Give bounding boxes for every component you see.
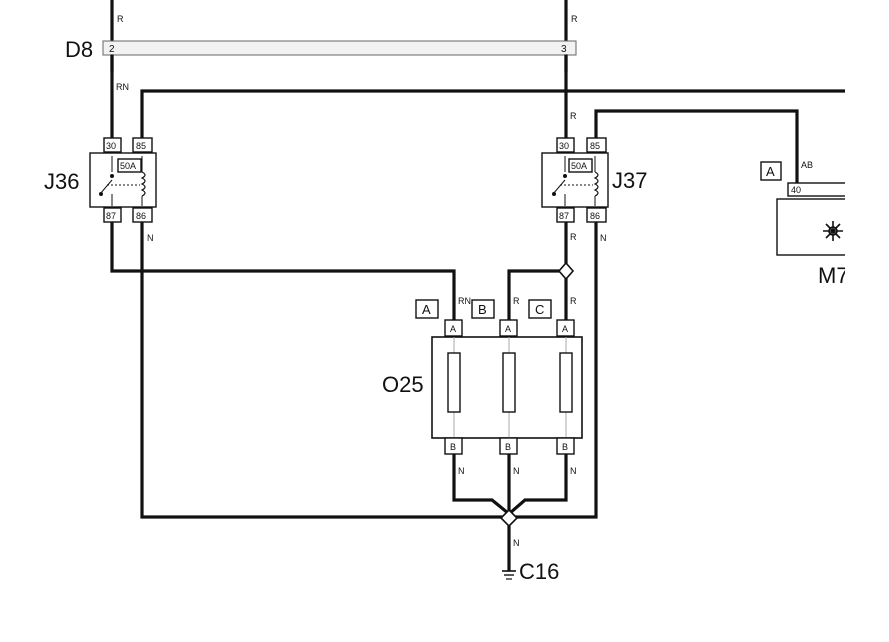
code-j37-out: R [570,232,577,242]
fusebox-tag-b-box [471,299,495,319]
relay-j37-pin-85-box [586,137,607,153]
code-ground: N [513,538,520,548]
relay-j36-rating: 50A [120,161,136,171]
relay-j37-coil [593,171,599,197]
code-d8-left-out: RN [116,82,129,92]
fuse-1-element [447,352,461,413]
relay-j36-pin-87-box [103,207,122,223]
relay-j37-pin-87: 87 [559,211,569,221]
motor-tag: A [766,164,775,179]
fusebox-tag-a-box [415,299,439,319]
code-j37-n: N [600,233,607,243]
connector-d8-pin-left: 2 [109,44,115,55]
wire-fuse-out-1 [452,452,511,516]
connector-d8-bar [102,40,577,56]
fusebox-pin-top-2-box [499,319,518,337]
ground-label: C16 [519,559,559,584]
relay-j36-pin-86: 86 [136,211,146,221]
relay-j37-switch-contact [563,174,567,178]
relay-j36-pin-85: 85 [136,141,146,151]
wire-fuse-out-3 [507,452,568,516]
fusebox-tag-a: A [422,302,431,317]
ground-c16: C16 [502,559,559,584]
relay-j37-pin-86: 86 [590,211,600,221]
fusebox-pin-bottom-2: B [505,442,511,452]
fusebox-tag-c-box [528,299,552,319]
wire-j36-86-ground [140,220,505,519]
relay-j36-switch-pivot [99,192,103,196]
relay-j37-label: J37 [612,168,647,193]
fuse-2-element [502,352,516,413]
junction-node-ground [499,508,519,528]
relay-j37-switch-arm [552,179,566,195]
relay-j37-switch-pivot [552,192,556,196]
code-j37-in: R [570,111,577,121]
code-fuse-a: RN [458,296,471,306]
relay-j37-rating-box [568,158,593,173]
wire-j37-85-m7 [594,109,799,185]
wire-fuse-b [507,269,568,322]
fusebox-pin-bottom-2-box [499,437,518,455]
fusebox-pin-bottom-3: B [562,442,568,452]
right-edge-mask [845,0,889,642]
fusebox-pin-top-3-box [556,319,575,337]
code-fuse-out-1: N [458,466,465,476]
fusebox-tag-b: B [478,302,487,317]
relay-j36-pin-85-box [132,137,153,153]
fusebox-pin-bottom-3-box [556,437,575,455]
relay-j37-pin-85: 85 [590,141,600,151]
relay-j36: 30 85 50A 87 86 J36 [44,137,157,223]
relay-j36-coil [140,171,146,197]
code-fuse-c: R [570,296,577,306]
fusebox-pin-top-3: A [562,324,568,334]
relay-j37-pin-30-box [556,137,575,153]
relay-j36-label: J36 [44,169,79,194]
relay-j36-switch-arm [99,179,113,195]
motor-label: M7 [818,263,849,288]
relay-j36-pin-87: 87 [106,211,116,221]
fusebox-pin-top-2: A [505,324,511,334]
motor-pin: 40 [791,185,801,195]
code-top-left: R [117,14,124,24]
relay-j36-pin-30-box [103,137,122,153]
fusebox-pin-top-1-box [444,319,463,337]
code-top-right: R [571,14,578,24]
relay-j37-rating: 50A [571,161,587,171]
code-j36-n: N [147,233,154,243]
relay-j36-pin-30: 30 [106,141,116,151]
wire-j37-86-ground [512,220,598,519]
connector-d8-pin-right: 3 [561,44,567,55]
code-fuse-out-2: N [513,466,520,476]
connector-d8: D8 2 3 [65,37,577,62]
relay-j37-pin-87-box [556,207,575,223]
connector-d8-label: D8 [65,37,93,62]
fusebox-label: O25 [382,372,424,397]
relay-j36-pin-86-box [132,207,153,223]
fusebox-pin-top-1: A [450,324,456,334]
motor-m7: A 40 M7 [760,161,858,288]
code-fuse-out-3: N [570,466,577,476]
fuse-3-element [559,352,573,413]
junction-node-upper [557,261,575,281]
code-fuse-b: R [513,296,520,306]
wire-color-codes: R R RN R R N N RN R R N N N N AB [116,14,813,548]
fusebox-o25: A B C A A A B B B O25 [382,299,583,455]
code-m7: AB [801,160,813,170]
relay-j37: 30 85 50A 87 86 J37 [541,137,647,223]
relay-j36-switch-contact [110,174,114,178]
motor-tag-box [760,161,782,181]
fusebox-tag-c: C [535,302,544,317]
wire-j36-87-fuse-a [110,220,456,322]
fusebox-pin-bottom-1-box [444,437,463,455]
fusebox-pin-bottom-1: B [450,442,456,452]
relay-j37-pin-86-box [586,207,607,223]
wire-feed-j36-85 [140,89,847,140]
relay-j37-pin-30: 30 [559,141,569,151]
relay-j36-rating-box [117,158,142,173]
wires [110,0,847,572]
fan-icon [823,221,843,241]
